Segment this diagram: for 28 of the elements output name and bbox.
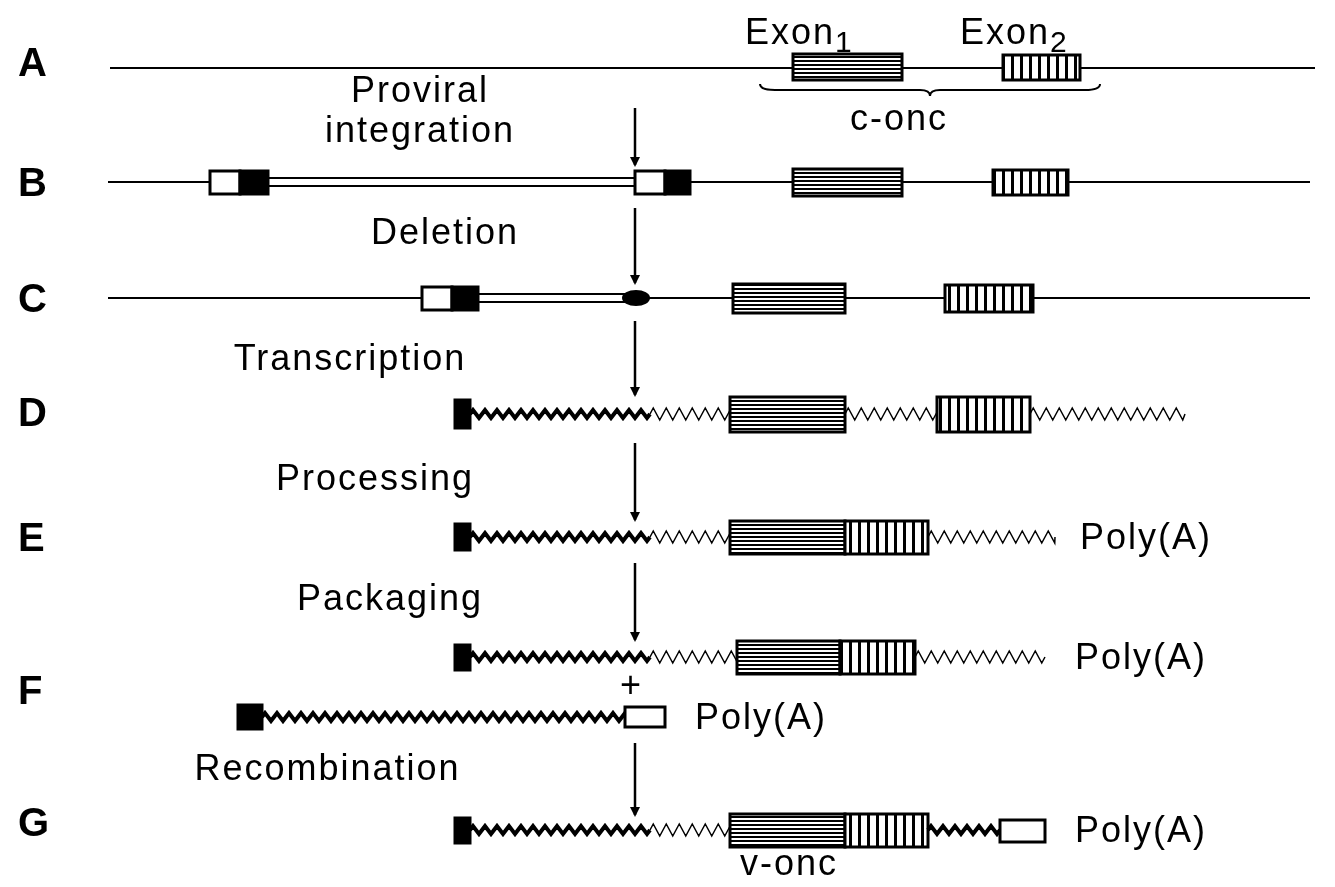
gene-label: v-onc bbox=[740, 843, 839, 883]
exon-label: Exon$_{1}$ bbox=[745, 12, 854, 59]
arrow bbox=[630, 743, 640, 817]
poly-a-label: Poly(A) bbox=[1075, 637, 1208, 677]
row-letter: A bbox=[18, 40, 49, 84]
arrow bbox=[630, 208, 640, 285]
row-letter: G bbox=[18, 800, 52, 844]
step-label: Processing bbox=[274, 458, 476, 498]
arrow bbox=[630, 321, 640, 397]
gene-label: c-onc bbox=[850, 98, 949, 138]
row-letter: B bbox=[18, 160, 49, 204]
arrow bbox=[630, 443, 640, 522]
exon-label: Exon$_{2}$ bbox=[960, 12, 1069, 59]
step-label: Proviral integration bbox=[323, 70, 517, 150]
row-letter: E bbox=[18, 515, 47, 559]
row-letter: F bbox=[18, 668, 45, 712]
poly-a-label: Poly(A) bbox=[1080, 517, 1213, 557]
arrow bbox=[630, 563, 640, 642]
poly-a-label: Poly(A) bbox=[695, 697, 828, 737]
row-letter: D bbox=[18, 390, 49, 434]
step-label: Recombination bbox=[193, 748, 462, 788]
step-label: Deletion bbox=[369, 212, 521, 252]
row-letter: C bbox=[18, 276, 49, 320]
poly-a-label: Poly(A) bbox=[1075, 810, 1208, 850]
step-label: Transcription bbox=[232, 338, 468, 378]
plus-sign: + bbox=[620, 665, 644, 705]
step-label: Packaging bbox=[295, 578, 485, 618]
arrow bbox=[630, 108, 640, 167]
